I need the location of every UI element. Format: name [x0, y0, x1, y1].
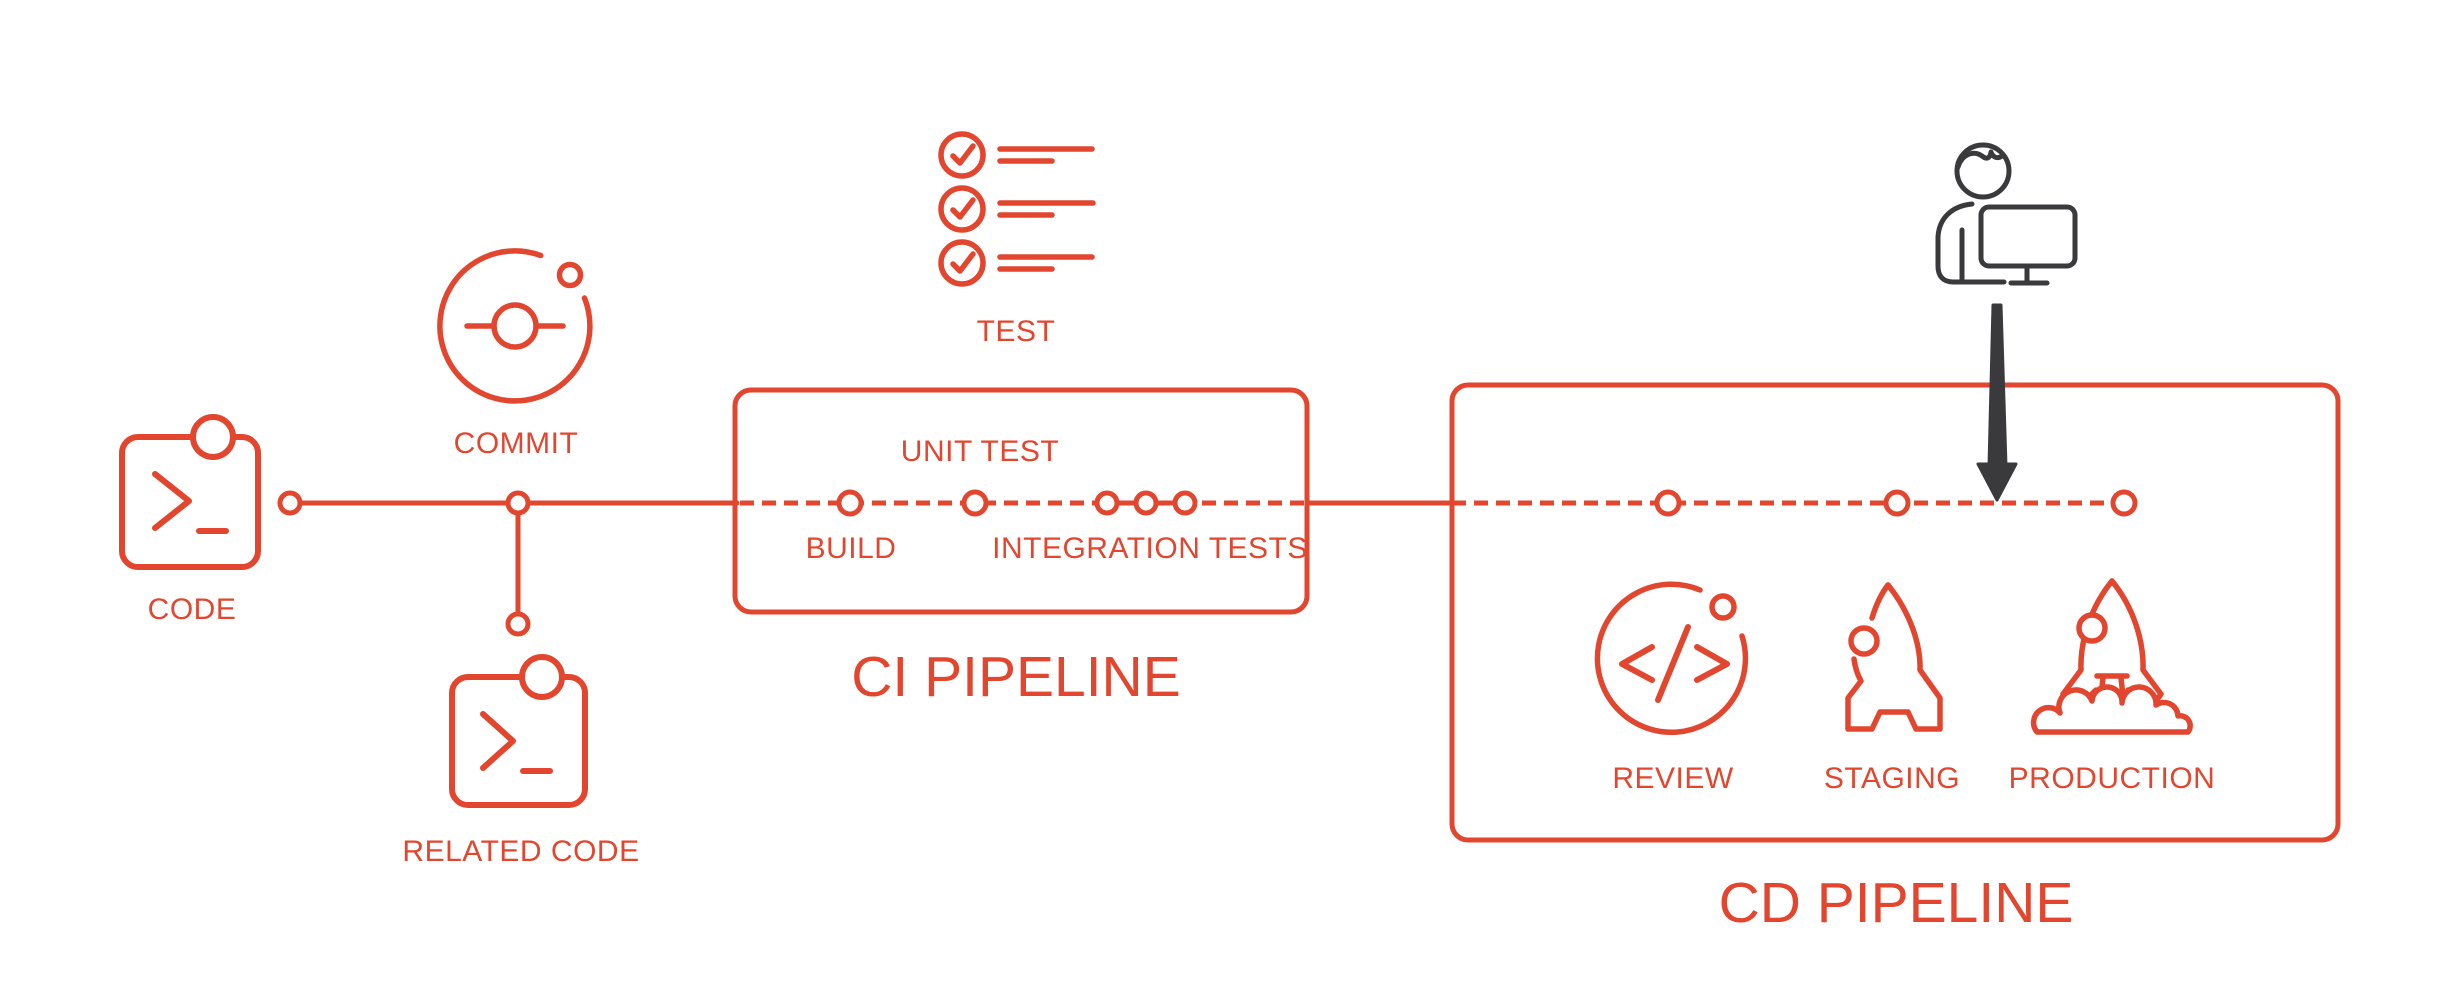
checklist-row [938, 131, 1095, 179]
terminal-code-icon [119, 414, 261, 570]
cd-pipeline-title: CD PIPELINE [1718, 871, 2074, 935]
rocket-launch-icon [2030, 578, 2193, 735]
down-arrow-icon [1976, 303, 2018, 502]
related-code-label: RELATED CODE [402, 835, 640, 868]
integration-tests-label: INTEGRATION TESTS [992, 532, 1308, 565]
timeline-nodes [277, 489, 2138, 637]
node-integration-3 [1172, 490, 1198, 516]
node-production [2110, 489, 2138, 517]
head [1954, 142, 2012, 200]
code-review-icon [1594, 581, 1749, 735]
hair [1955, 149, 2005, 170]
node-unit-test [961, 489, 989, 517]
staging-label: STAGING [1823, 762, 1961, 795]
node-start [277, 490, 303, 516]
ci-pipeline-box [732, 387, 1310, 615]
person-at-computer-icon [1935, 142, 2078, 286]
smoke-cloud [2030, 684, 2193, 735]
node-review [1654, 489, 1682, 517]
test-label: TEST [976, 315, 1056, 348]
checklist-row [938, 185, 1096, 233]
review-label: REVIEW [1612, 762, 1734, 795]
checklist-row [938, 239, 1095, 287]
node-build [836, 489, 864, 517]
terminal-code-icon-related [449, 654, 588, 808]
node-related-code [505, 611, 531, 637]
git-commit-icon [437, 248, 593, 404]
monitor [1978, 204, 2078, 269]
node-commit [505, 490, 531, 516]
node-integration-2 [1133, 490, 1159, 516]
unit-test-label: UNIT TEST [900, 435, 1060, 468]
cd-pipeline-box [1449, 382, 2341, 843]
node-integration-1 [1094, 490, 1120, 516]
checklist-icon [938, 131, 1096, 287]
node-staging [1883, 489, 1911, 517]
build-label: BUILD [805, 532, 897, 565]
rocket-icon [1845, 582, 1943, 732]
ci-pipeline-title: CI PIPELINE [851, 645, 1181, 709]
production-label: PRODUCTION [2008, 762, 2216, 795]
code-label: CODE [147, 593, 237, 626]
commit-label: COMMIT [453, 427, 579, 460]
